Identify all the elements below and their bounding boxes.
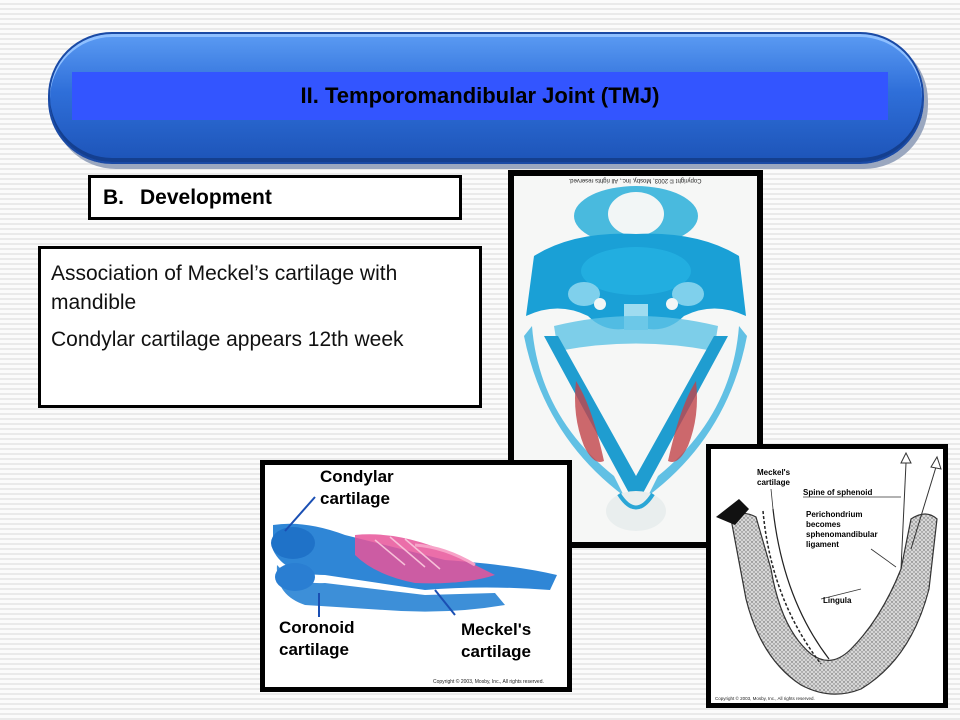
- coronoid-label-line2: cartilage: [279, 640, 349, 659]
- copyright-text: Copyright © 2003, Mosby, Inc., All right…: [568, 177, 701, 184]
- meckels-label-line2: cartilage: [461, 642, 531, 661]
- title-band: II. Temporomandibular Joint (TMJ): [72, 72, 888, 120]
- perichondrium-label-line1: Perichondrium: [806, 510, 862, 519]
- bullet-text-box: Association of Meckel’s cartilage with m…: [38, 246, 482, 408]
- condylar-cartilage-photo: Condylar cartilage Coronoid cartilage Me…: [260, 460, 572, 692]
- perichondrium-label-line2: becomes: [806, 520, 841, 529]
- mandible-diagram-photo: Meckel's cartilage Spine of sphenoid Per…: [706, 444, 948, 708]
- perichondrium-label-line3: sphenomandibular: [806, 530, 878, 539]
- meckels-label-line1: Meckel's: [757, 468, 791, 477]
- coronoid-label-line1: Coronoid: [279, 618, 355, 637]
- cartilage-diagram: Condylar cartilage Coronoid cartilage Me…: [265, 465, 567, 687]
- lingula-label: Lingula: [823, 596, 852, 605]
- copyright-text: Copyright © 2003, Mosby, Inc., All right…: [715, 695, 815, 701]
- condylar-label-line1: Condylar: [320, 467, 394, 486]
- section-heading-box: B. Development: [88, 175, 462, 220]
- section-number: B.: [103, 185, 124, 209]
- perichondrium-label-line4: ligament: [806, 540, 839, 549]
- condylar-label-line2: cartilage: [320, 489, 390, 508]
- slide-title: II. Temporomandibular Joint (TMJ): [300, 83, 660, 108]
- meckels-label-line1: Meckel's: [461, 620, 531, 639]
- mandible-diagram: Meckel's cartilage Spine of sphenoid Per…: [711, 449, 943, 703]
- meckels-label-line2: cartilage: [757, 478, 790, 487]
- bullet-item: Condylar cartilage appears 12th week: [51, 328, 404, 351]
- copyright-text: Copyright © 2003, Mosby, Inc., All right…: [433, 678, 544, 685]
- spine-label: Spine of sphenoid: [803, 488, 872, 497]
- bullet-item: Association of Meckel’s cartilage with m…: [51, 262, 398, 314]
- section-title: Development: [140, 185, 272, 209]
